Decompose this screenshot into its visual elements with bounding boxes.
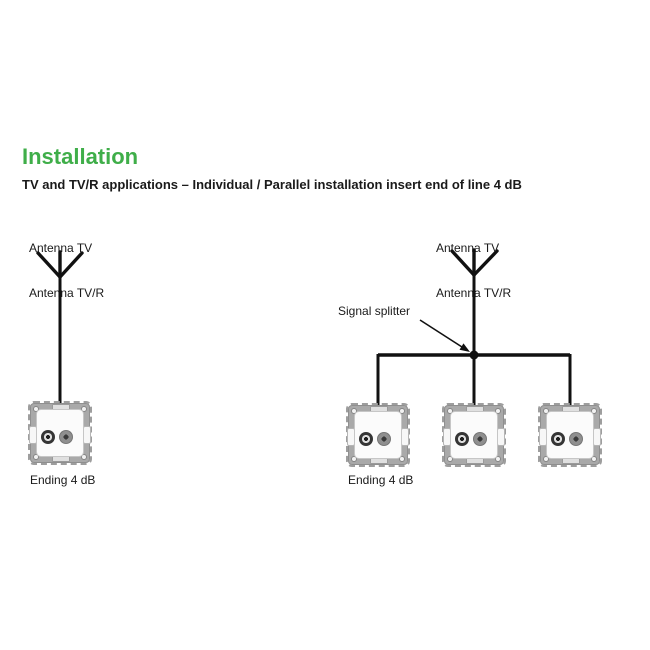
tv-outlet	[346, 403, 410, 467]
radio-connector-icon	[59, 430, 73, 444]
left-antenna-label-line1: Antenna TV	[29, 241, 93, 255]
screw-hole	[81, 454, 87, 460]
tv-connector-icon	[455, 432, 469, 446]
tv-connector-icon	[41, 430, 55, 444]
screw-hole	[399, 456, 405, 462]
radio-connector-icon	[377, 432, 391, 446]
radio-connector-icon	[569, 432, 583, 446]
left-antenna-label-line2: Antenna TV/R	[29, 286, 105, 300]
signal-splitter-arrow	[419, 319, 470, 352]
tv-connector-icon	[551, 432, 565, 446]
splitter-junction-dot	[469, 350, 479, 360]
right-antenna-label: Antenna TV Antenna TV/R	[436, 211, 511, 331]
outlet-side-tab	[83, 426, 91, 444]
page-title: Installation	[22, 144, 139, 169]
outlet-side-tab	[593, 428, 601, 446]
left-antenna-icon	[36, 250, 84, 279]
tv-outlet	[442, 403, 506, 467]
outlet-side-tab	[497, 428, 505, 446]
screw-hole	[495, 456, 501, 462]
right-antenna-label-line2: Antenna TV/R	[436, 286, 512, 300]
tv-outlet	[28, 401, 92, 465]
radio-connector-icon	[473, 432, 487, 446]
left-antenna-label: Antenna TV Antenna TV/R	[29, 211, 104, 331]
screw-hole	[591, 456, 597, 462]
left-ending-label: Ending 4 dB	[30, 473, 96, 487]
tv-outlet	[538, 403, 602, 467]
right-ending-label: Ending 4 dB	[348, 473, 414, 487]
signal-splitter-label: Signal splitter	[338, 304, 411, 318]
tv-connector-icon	[359, 432, 373, 446]
page-subtitle: TV and TV/R applications – Individual / …	[22, 177, 522, 192]
outlet-side-tab	[401, 428, 409, 446]
right-antenna-icon	[450, 248, 499, 277]
